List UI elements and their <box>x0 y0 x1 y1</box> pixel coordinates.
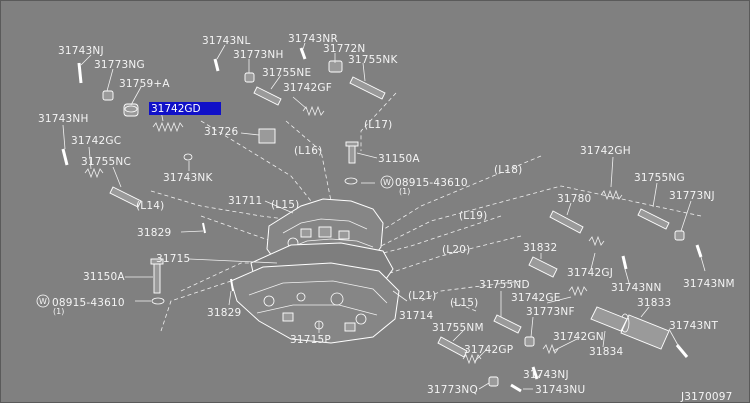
label-31829-bottom[interactable]: 31829 <box>207 307 241 319</box>
label-31742GP[interactable]: 31742GP <box>464 344 513 356</box>
washer-marker-icon: W <box>36 294 50 308</box>
label-31833[interactable]: 31833 <box>637 297 671 309</box>
label-31743NH[interactable]: 31743NH <box>38 113 89 125</box>
svg-text:W: W <box>383 178 391 187</box>
ref-L19: (L19) <box>459 210 487 222</box>
part-labels: 31743NJ 31773NG 31759+A 31742GD 31743NL … <box>38 33 735 396</box>
label-31755NC[interactable]: 31755NC <box>81 156 131 168</box>
ref-L18: (L18) <box>494 164 522 176</box>
label-08915-top-qty: (1) <box>399 187 410 196</box>
valve-body-assembly[interactable] <box>230 198 400 344</box>
label-31743NJ-top[interactable]: 31743NJ <box>58 45 104 57</box>
label-31755ND[interactable]: 31755ND <box>479 279 530 291</box>
ref-L15-top: (L15) <box>271 199 299 211</box>
label-31742GD[interactable]: 31742GD <box>151 103 201 115</box>
ref-L16: (L16) <box>294 145 322 157</box>
label-31742GF[interactable]: 31742GF <box>283 82 332 94</box>
label-31715P[interactable]: 31715P <box>290 334 331 346</box>
ref-L14: (L14) <box>136 200 164 212</box>
label-31743NU[interactable]: 31743NU <box>535 384 585 396</box>
label-31755NK[interactable]: 31755NK <box>348 54 398 66</box>
label-31772N[interactable]: 31772N <box>323 43 365 55</box>
label-31743NK[interactable]: 31743NK <box>163 172 213 184</box>
svg-text:W: W <box>39 297 47 306</box>
label-08915-bottom[interactable]: 08915-43610 <box>52 297 125 309</box>
label-31773NG[interactable]: 31773NG <box>94 59 145 71</box>
label-31773NF[interactable]: 31773NF <box>526 306 575 318</box>
label-31759A[interactable]: 31759+A <box>119 78 170 90</box>
label-31150A-top[interactable]: 31150A <box>378 153 420 165</box>
leader-lines <box>62 42 706 390</box>
label-31742GH[interactable]: 31742GH <box>580 145 631 157</box>
label-31743NT[interactable]: 31743NT <box>669 320 718 332</box>
label-31743NR[interactable]: 31743NR <box>288 33 338 45</box>
label-31711[interactable]: 31711 <box>228 195 262 207</box>
label-31742GE[interactable]: 31742GE <box>511 292 561 304</box>
label-31755NG[interactable]: 31755NG <box>634 172 685 184</box>
line-ref-labels: (L14) (L15) (L16) (L17) (L18) (L19) (L20… <box>136 119 522 309</box>
label-31743NN[interactable]: 31743NN <box>611 282 662 294</box>
label-31773NJ[interactable]: 31773NJ <box>669 190 715 202</box>
ref-L21: (L21) <box>408 290 436 302</box>
label-31755NE[interactable]: 31755NE <box>262 67 311 79</box>
ref-L15-bottom: (L15) <box>450 297 478 309</box>
small-parts <box>61 47 703 393</box>
label-31832[interactable]: 31832 <box>523 242 557 254</box>
label-31715[interactable]: 31715 <box>156 253 190 265</box>
ref-L20: (L20) <box>442 244 470 256</box>
label-31742GC[interactable]: 31742GC <box>71 135 121 147</box>
label-31742GN[interactable]: 31742GN <box>553 331 604 343</box>
label-31742GJ[interactable]: 31742GJ <box>567 267 613 279</box>
selected-part-highlight <box>149 102 221 115</box>
washer-marker-icon: W <box>380 175 394 189</box>
label-31743NM[interactable]: 31743NM <box>683 278 735 290</box>
label-31780[interactable]: 31780 <box>557 193 591 205</box>
label-31726[interactable]: 31726 <box>204 126 239 138</box>
label-31755NM[interactable]: 31755NM <box>432 322 484 334</box>
label-08915-top[interactable]: 08915-43610 <box>395 177 468 189</box>
label-31743NL[interactable]: 31743NL <box>202 35 251 47</box>
label-31773NH[interactable]: 31773NH <box>233 49 284 61</box>
label-31150A-bottom[interactable]: 31150A <box>83 271 125 283</box>
label-31773NQ[interactable]: 31773NQ <box>427 384 478 396</box>
label-31743NJ-bottom[interactable]: 31743NJ <box>523 369 569 381</box>
diagram-id: J3170097 <box>680 391 732 402</box>
label-31714[interactable]: 31714 <box>399 310 434 322</box>
label-31829-top[interactable]: 31829 <box>137 227 171 239</box>
label-08915-bottom-qty: (1) <box>53 307 64 316</box>
label-31834[interactable]: 31834 <box>589 346 624 358</box>
ref-L17: (L17) <box>364 119 392 131</box>
